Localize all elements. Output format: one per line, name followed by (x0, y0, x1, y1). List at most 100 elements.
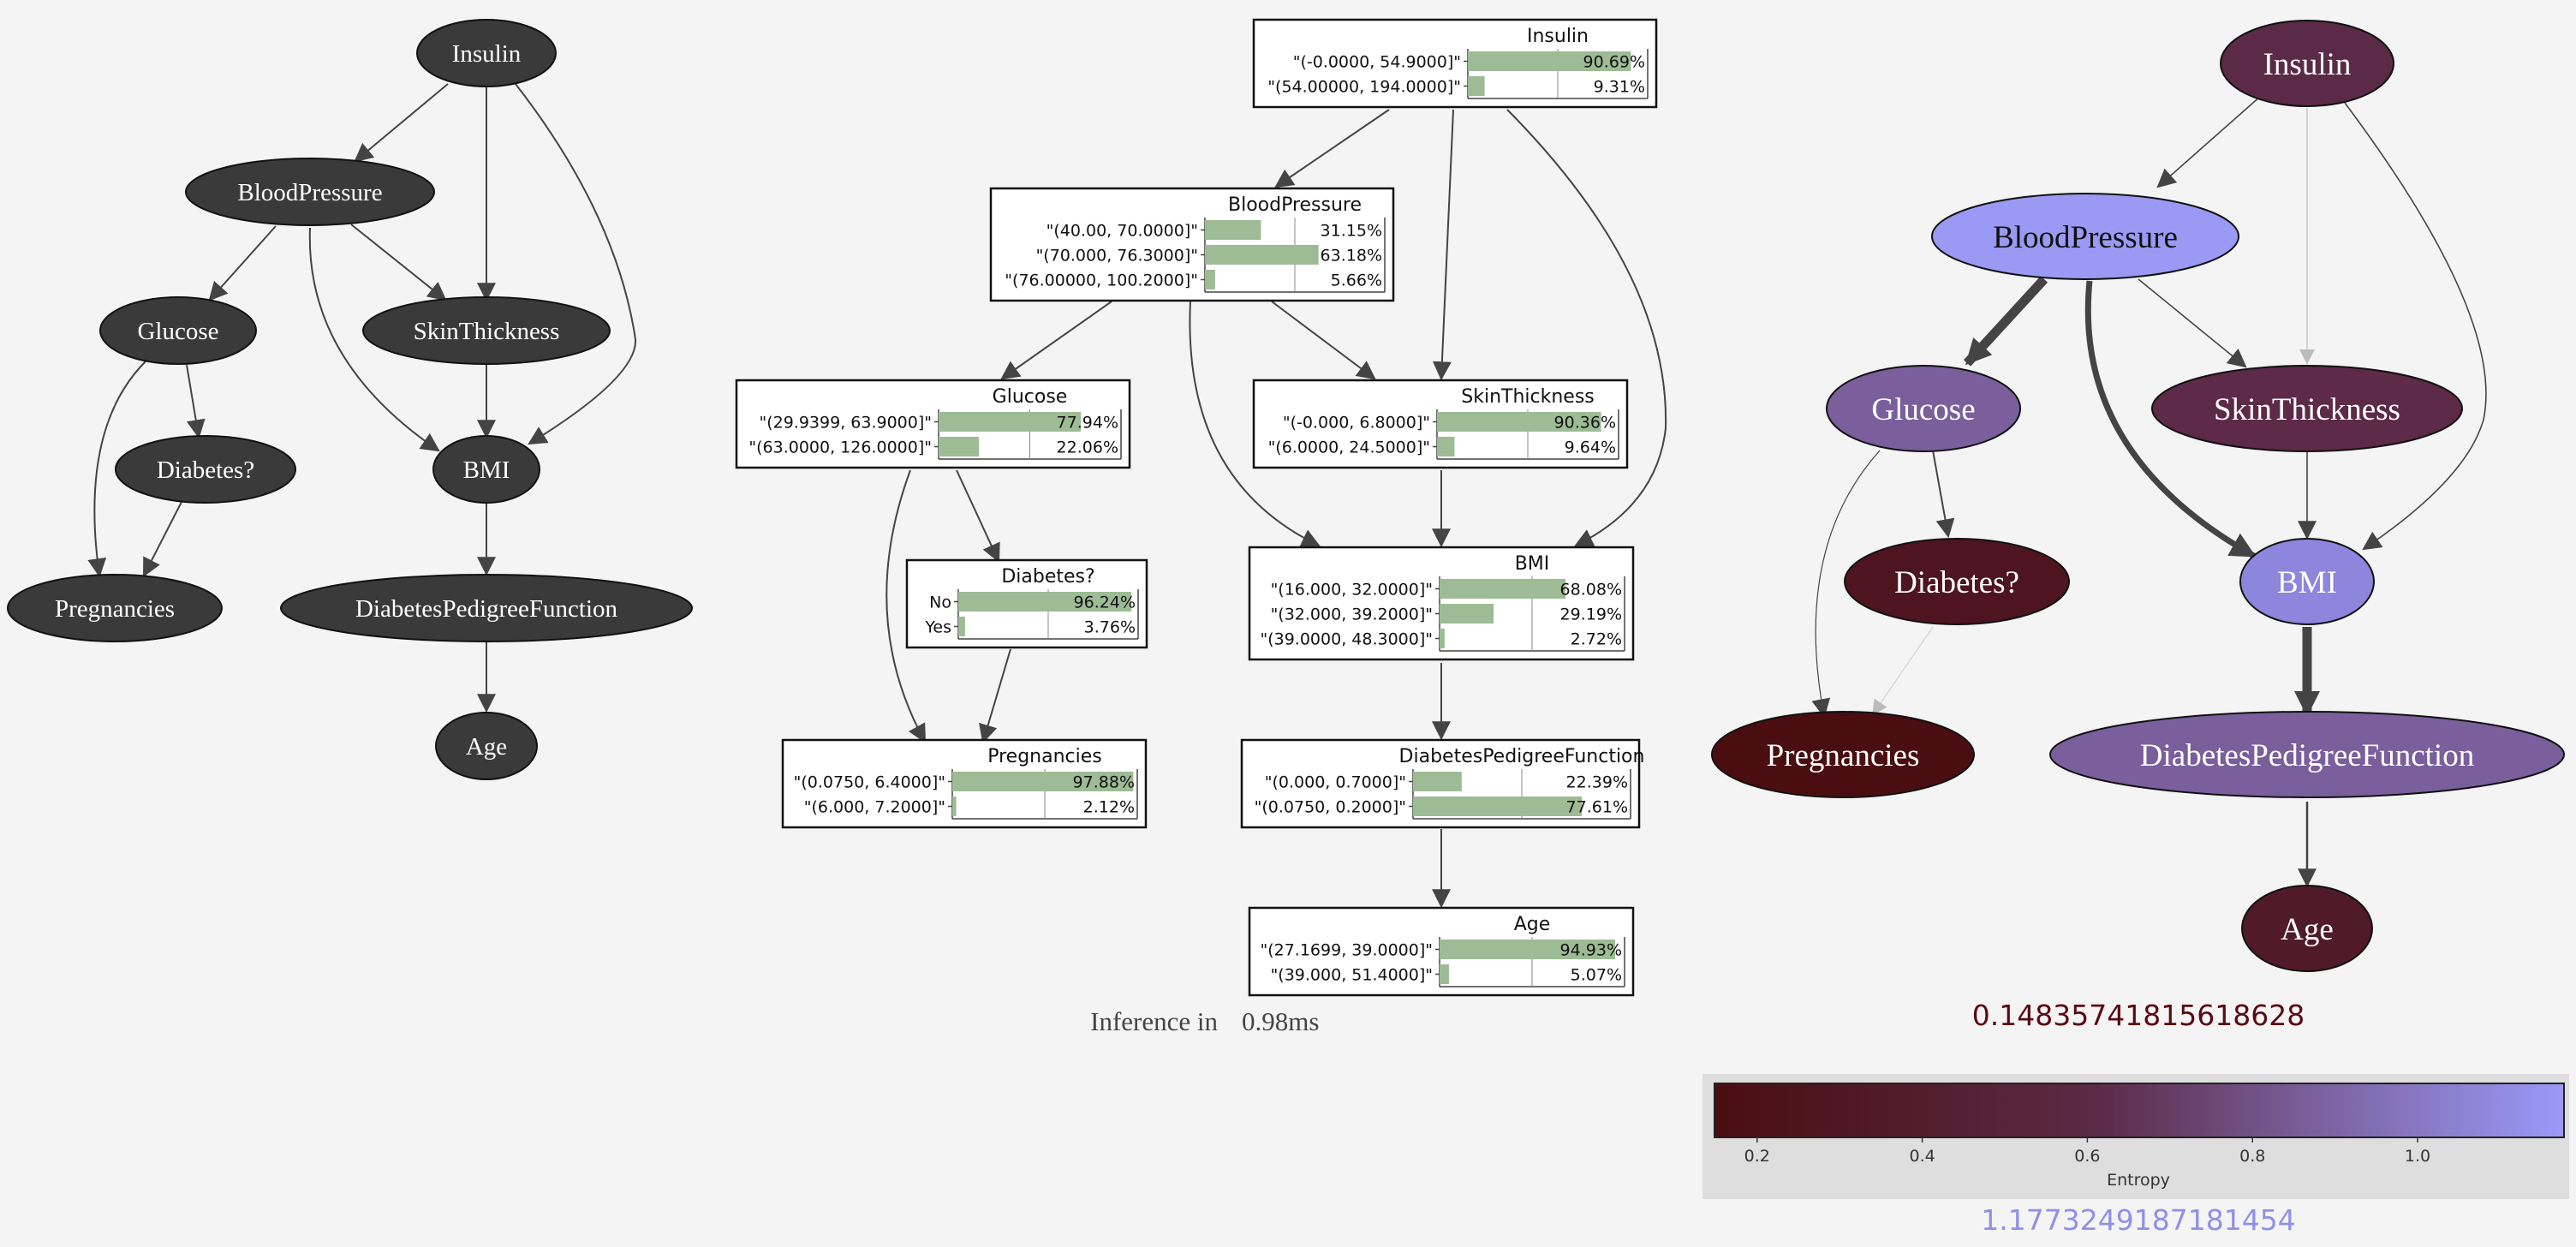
cpt-title: BloodPressure (1228, 194, 1362, 216)
cpt-row-label: "(32.000, 39.2000]" (1271, 606, 1433, 624)
cpt-skin-thickness[interactable]: SkinThickness"(-0.000, 6.8000]"90.36%"(6… (1252, 379, 1629, 469)
cpt-row-percent: 2.72% (1571, 630, 1622, 649)
cpt-row-label: "(6.0000, 24.5000]" (1268, 439, 1430, 457)
cpt-bar (1413, 797, 1583, 816)
cpt-bar (1440, 604, 1494, 624)
graph1-nodes: Insulin BloodPressure Glucose SkinThickn… (7, 19, 693, 780)
cpt-row-percent: 90.69% (1583, 53, 1645, 72)
cpt-title: Pregnancies (987, 746, 1102, 767)
cpt-row-percent: 90.36% (1554, 414, 1616, 433)
cpt-age[interactable]: Age"(27.1699, 39.0000]"94.93%"(39.000, 5… (1248, 906, 1635, 997)
colorbar-tick-label: 0.4 (1909, 1147, 1935, 1166)
g1-node-diabetes[interactable]: Diabetes? (115, 435, 296, 504)
cpt-bar (1205, 220, 1261, 240)
g1-node-age-label: Age (466, 733, 507, 761)
entropy-min-value: 0.14835741815618628 (1972, 999, 2305, 1032)
cpt-row-percent: 29.19% (1560, 606, 1622, 624)
colorbar-tick-label: 0.2 (1744, 1147, 1770, 1166)
g1-node-age[interactable]: Age (435, 712, 538, 780)
inference-time: 0.98ms (1242, 1006, 1319, 1036)
edge3-bloodpressure-skinthickness (2138, 278, 2247, 368)
g1-node-pregnancies-label: Pregnancies (55, 595, 175, 623)
cpt-dpf[interactable]: DiabetesPedigreeFunction"(0.000, 0.7000]… (1240, 738, 1644, 829)
edge2-diabetes-pregnancies (979, 648, 1011, 744)
cpt-bar (1440, 579, 1566, 599)
edge-insulin-bloodpressure (354, 83, 449, 163)
g3-node-dpf[interactable]: DiabetesPedigreeFunction (2049, 711, 2565, 798)
edge3-glucose-pregnancies (1811, 450, 1881, 719)
g3-node-pregnancies[interactable]: Pregnancies (1711, 711, 1975, 798)
cpt-title: Diabetes? (1001, 566, 1094, 588)
edge2-bloodpressure-skinthickness (1271, 301, 1376, 380)
cpt-bmi[interactable]: BMI"(16.000, 32.0000]"68.08%"(32.000, 39… (1248, 546, 1635, 661)
cpt-row-percent: 22.39% (1566, 773, 1628, 792)
edge-bloodpressure-skinthickness (350, 224, 447, 301)
edge-diabetes-pregnancies (142, 501, 182, 577)
cpt-row-label: "(39.0000, 48.3000]" (1260, 630, 1433, 649)
cpt-blood-pressure[interactable]: BloodPressure"(40.00, 70.0000]"31.15%"(7… (989, 187, 1395, 302)
g1-node-dpf[interactable]: DiabetesPedigreeFunction (280, 574, 693, 642)
g1-node-skinthickness[interactable]: SkinThickness (362, 296, 611, 365)
graph2-edges (886, 109, 1667, 909)
cpt-row-label: "(27.1699, 39.0000]" (1260, 941, 1433, 960)
graph3-edges (1811, 95, 2487, 888)
cpt-bar (958, 617, 965, 636)
cpt-bar (1468, 51, 1631, 71)
cpt-bar (1468, 76, 1485, 96)
cpt-pregnancies[interactable]: Pregnancies"(0.0750, 6.4000]"97.88%"(6.0… (781, 738, 1148, 829)
g3-node-age[interactable]: Age (2241, 885, 2373, 972)
cpt-bar (958, 592, 1132, 612)
g3-node-bmi[interactable]: BMI (2239, 538, 2375, 625)
g1-node-insulin-label: Insulin (452, 40, 522, 68)
cpt-row-percent: 9.31% (1594, 78, 1645, 97)
g1-node-insulin[interactable]: Insulin (416, 19, 557, 87)
cpt-row-label: "(0.0750, 0.2000]" (1255, 798, 1406, 817)
edge-glucose-diabetes (186, 364, 206, 439)
edge2-insulin-bloodpressure (1274, 109, 1390, 188)
cpt-insulin[interactable]: Insulin"(-0.0000, 54.9000]"90.69%"(54.00… (1252, 18, 1658, 109)
g3-node-bloodpressure[interactable]: BloodPressure (1931, 193, 2239, 280)
cpt-glucose[interactable]: Glucose"(29.9399, 63.9000]"77.94%"(63.00… (735, 379, 1131, 469)
colorbar-tick-label: 0.6 (2074, 1147, 2100, 1166)
cpt-row-label: "(39.000, 51.4000]" (1271, 966, 1433, 985)
cpt-row-percent: 31.15% (1321, 222, 1382, 241)
g3-node-diabetes[interactable]: Diabetes? (1844, 538, 2070, 625)
cpt-row-label: "(0.000, 0.7000]" (1265, 773, 1406, 792)
cpt-bar (1440, 940, 1616, 959)
g1-node-bmi-label: BMI (463, 456, 510, 484)
edge2-bloodpressure-bmi (1189, 301, 1321, 547)
g1-node-bmi[interactable]: BMI (432, 435, 540, 504)
g3-node-dpf-label: DiabetesPedigreeFunction (2140, 738, 2474, 773)
g1-node-glucose[interactable]: Glucose (99, 296, 257, 365)
g3-node-glucose[interactable]: Glucose (1826, 365, 2021, 452)
edge-glucose-pregnancies (87, 361, 146, 578)
g3-node-insulin[interactable]: Insulin (2220, 20, 2394, 107)
graph2-tables: Insulin"(-0.0000, 54.9000]"90.69%"(54.00… (735, 18, 1658, 997)
edge3-bloodpressure-bmi (2084, 280, 2257, 559)
cpt-bar (1413, 772, 1462, 791)
colorbar-tick-label: 0.8 (2239, 1147, 2265, 1166)
colorbar-label: Entropy (2107, 1171, 2170, 1190)
g3-node-skinthickness[interactable]: SkinThickness (2151, 365, 2463, 452)
g1-node-bloodpressure[interactable]: BloodPressure (185, 158, 435, 226)
cpt-row-label: "(40.00, 70.0000]" (1046, 222, 1198, 241)
cpt-bar (1437, 437, 1455, 456)
g1-node-glucose-label: Glucose (137, 318, 218, 345)
cpt-row-label: "(54.00000, 194.0000]" (1267, 78, 1461, 97)
cpt-title: BMI (1515, 553, 1550, 575)
cpt-row-percent: 77.61% (1566, 798, 1628, 817)
g3-node-glucose-label: Glucose (1871, 392, 1975, 427)
inference-label: Inference in (1090, 1006, 1218, 1036)
colorbar-gradient (1714, 1083, 2565, 1138)
cpt-row-percent: 96.24% (1074, 594, 1136, 612)
g1-node-pregnancies[interactable]: Pregnancies (7, 574, 223, 642)
cpt-title: Insulin (1527, 26, 1589, 47)
cpt-row-label: "(0.0750, 6.4000]" (794, 773, 945, 792)
g1-node-dpf-label: DiabetesPedigreeFunction (355, 595, 618, 623)
cpt-bar (1437, 412, 1601, 432)
g3-node-pregnancies-label: Pregnancies (1767, 738, 1920, 773)
cpt-row-percent: 3.76% (1084, 618, 1136, 637)
cpt-row-label: "(29.9399, 63.9000]" (759, 414, 932, 433)
cpt-row-percent: 5.07% (1571, 966, 1622, 985)
